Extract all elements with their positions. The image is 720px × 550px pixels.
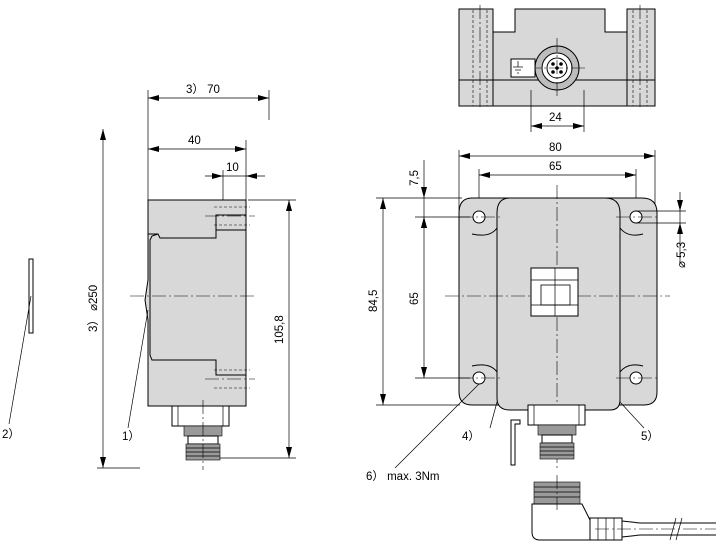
dim-side-70: 3） 70 bbox=[186, 83, 220, 96]
dim-side-105-8: 105,8 bbox=[274, 315, 286, 344]
dim-front-65-h: 65 bbox=[549, 161, 562, 173]
angled-cable-plug bbox=[531, 475, 716, 541]
dim-top-24: 24 bbox=[549, 112, 562, 124]
dim-front-80: 80 bbox=[549, 142, 562, 154]
side-view: 3） 70 40 10 bbox=[122, 83, 296, 470]
dim-side-40: 40 bbox=[188, 135, 201, 147]
callout-2: 2） bbox=[2, 428, 20, 441]
reflector-edge-view: 2） bbox=[2, 258, 34, 441]
callout-1: 1） bbox=[122, 430, 140, 443]
front-view: 80 65 bbox=[366, 142, 688, 483]
dim-side-10: 10 bbox=[226, 162, 239, 174]
top-view: 24 bbox=[458, 5, 656, 132]
callout-4: 4） bbox=[462, 430, 480, 443]
callout-5: 5） bbox=[641, 430, 659, 443]
dim-front-7-5: 7,5 bbox=[409, 170, 421, 186]
dim-diameter-250: 3） ⌀250 bbox=[87, 285, 100, 332]
callout-6: 6） max. 3Nm bbox=[366, 470, 440, 483]
dim-front-84-5: 84,5 bbox=[368, 290, 380, 312]
dim-hole-5-3: ⌀ 5,3 bbox=[676, 242, 688, 268]
diameter-250-dimension: 3） ⌀250 bbox=[87, 129, 140, 469]
dim-front-65-v: 65 bbox=[409, 292, 421, 305]
